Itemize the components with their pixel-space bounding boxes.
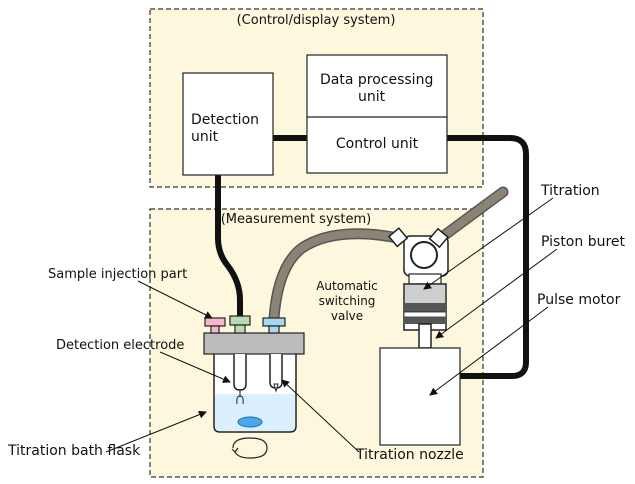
titration-leader [423,197,554,290]
detection-electrode-leader [159,351,231,383]
titration-nozzle-label: Titration nozzle [355,447,464,463]
titration-bath-flask-label: Titration bath flask [7,443,141,459]
nozzle-connector-cap [262,317,286,327]
control-unit-label: Control unit [336,136,419,152]
stirring-arrow [232,437,268,459]
sample-injection-part-label: Sample injection part [48,267,187,282]
nozzle-feed-tube [270,229,402,322]
automatic-switching-valve: Automatic switching valve [316,227,449,323]
piston-head [404,303,446,312]
piston-buret-label: Piston buret [541,234,626,250]
measurement-system-label: (Measurement system) [221,212,372,227]
titration-bath-flask-leader [105,410,207,453]
solution-liquid [215,394,295,431]
pulse-motor-label: Pulse motor [537,292,621,308]
piston-rod [418,323,432,349]
data-processing-unit-label-line1: Data processing [320,72,433,88]
detection-electrode [233,354,247,391]
detection-electrode-label: Detection electrode [56,338,184,353]
titration-bath-flask [203,315,305,459]
titration-nozzle [269,354,283,389]
automatic-switching-valve-label-line1: Automatic [316,279,378,293]
data-processing-control-box: Data processing unit Control unit [306,54,448,174]
sample-injection-cap [204,317,226,327]
leader-lines [105,197,558,453]
electrode-connector-cap [229,315,251,326]
detection-to-electrode-cable [215,172,243,321]
automatic-switching-valve-label-line3: valve [331,309,363,323]
sample-injection-leader [137,280,213,319]
detection-unit-label-line1: Detection [191,112,259,128]
control-display-system-label: (Control/display system) [237,13,396,28]
reagent-supply-tube [434,188,507,244]
stirrer-bar [237,416,263,428]
piston-buret-leader [435,248,558,339]
pulse-motor [379,347,461,446]
titration-label: Titration [540,183,600,199]
automatic-switching-valve-label-line2: switching [319,294,376,308]
detection-unit-label-line2: unit [191,129,219,145]
data-processing-unit-label-line2: unit [358,89,386,105]
piston-buret [403,273,447,349]
detection-unit: Detection unit [182,72,274,176]
signal-cables [215,135,529,379]
pulse-motor-leader [429,306,549,396]
control-to-pulse-motor-cable [445,135,529,379]
reagent-tubes [268,186,509,324]
titration-nozzle-leader [281,379,360,453]
titrant-reagent [405,285,445,303]
flask-lid [203,332,305,355]
callout-labels: Titration Piston buret Pulse motor Sampl… [7,183,626,463]
